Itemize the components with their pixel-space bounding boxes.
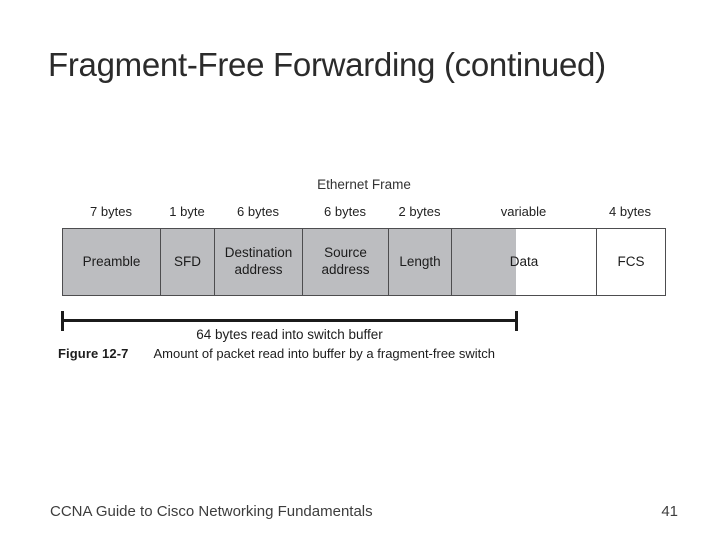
bracket-right-tick <box>515 311 518 331</box>
frame-field-label: Data <box>509 253 539 269</box>
frame-field-label: Length <box>399 253 441 269</box>
field-size-sfd: 1 byte <box>169 204 205 219</box>
field-size-length: 2 bytes <box>398 204 441 219</box>
frame-field-label: Destination address <box>224 245 293 277</box>
buffer-range-bracket <box>61 311 518 331</box>
field-size-destination: 6 bytes <box>237 204 279 219</box>
field-size-data: variable <box>500 204 547 219</box>
frame-field-length: Length <box>389 229 452 295</box>
bracket-line <box>61 319 518 322</box>
footer-page-number: 41 <box>661 503 678 520</box>
frame-field-label: Preamble <box>82 253 141 269</box>
frame-field-preamble: Preamble <box>63 229 161 295</box>
frame-field-destination: Destination address <box>215 229 303 295</box>
frame-field-label: Source address <box>321 245 370 277</box>
frame-field-sfd: SFD <box>161 229 215 295</box>
frame-field-label: SFD <box>174 253 201 269</box>
ethernet-frame-table: Preamble SFD Destination address Source … <box>62 228 666 296</box>
frame-field-label: FCS <box>617 253 645 269</box>
bracket-label: 64 bytes read into switch buffer <box>196 327 383 342</box>
footer-book-title: CCNA Guide to Cisco Networking Fundament… <box>50 503 373 520</box>
field-size-fcs: 4 bytes <box>609 204 651 219</box>
frame-title-label: Ethernet Frame <box>317 177 411 192</box>
field-size-source: 6 bytes <box>324 204 366 219</box>
frame-field-data: Data <box>452 229 597 295</box>
frame-field-source: Source address <box>303 229 389 295</box>
slide-title: Fragment-Free Forwarding (continued) <box>48 46 606 83</box>
field-size-preamble: 7 bytes <box>90 204 132 219</box>
frame-field-fcs: FCS <box>597 229 665 295</box>
field-sizes-row: 7 bytes 1 byte 6 bytes 6 bytes 2 bytes v… <box>62 204 666 222</box>
figure-caption-text: Amount of packet read into buffer by a f… <box>153 346 496 361</box>
figure-number: Figure 12-7 <box>58 346 129 361</box>
figure-caption: Figure 12-7 Amount of packet read into bu… <box>58 346 495 361</box>
